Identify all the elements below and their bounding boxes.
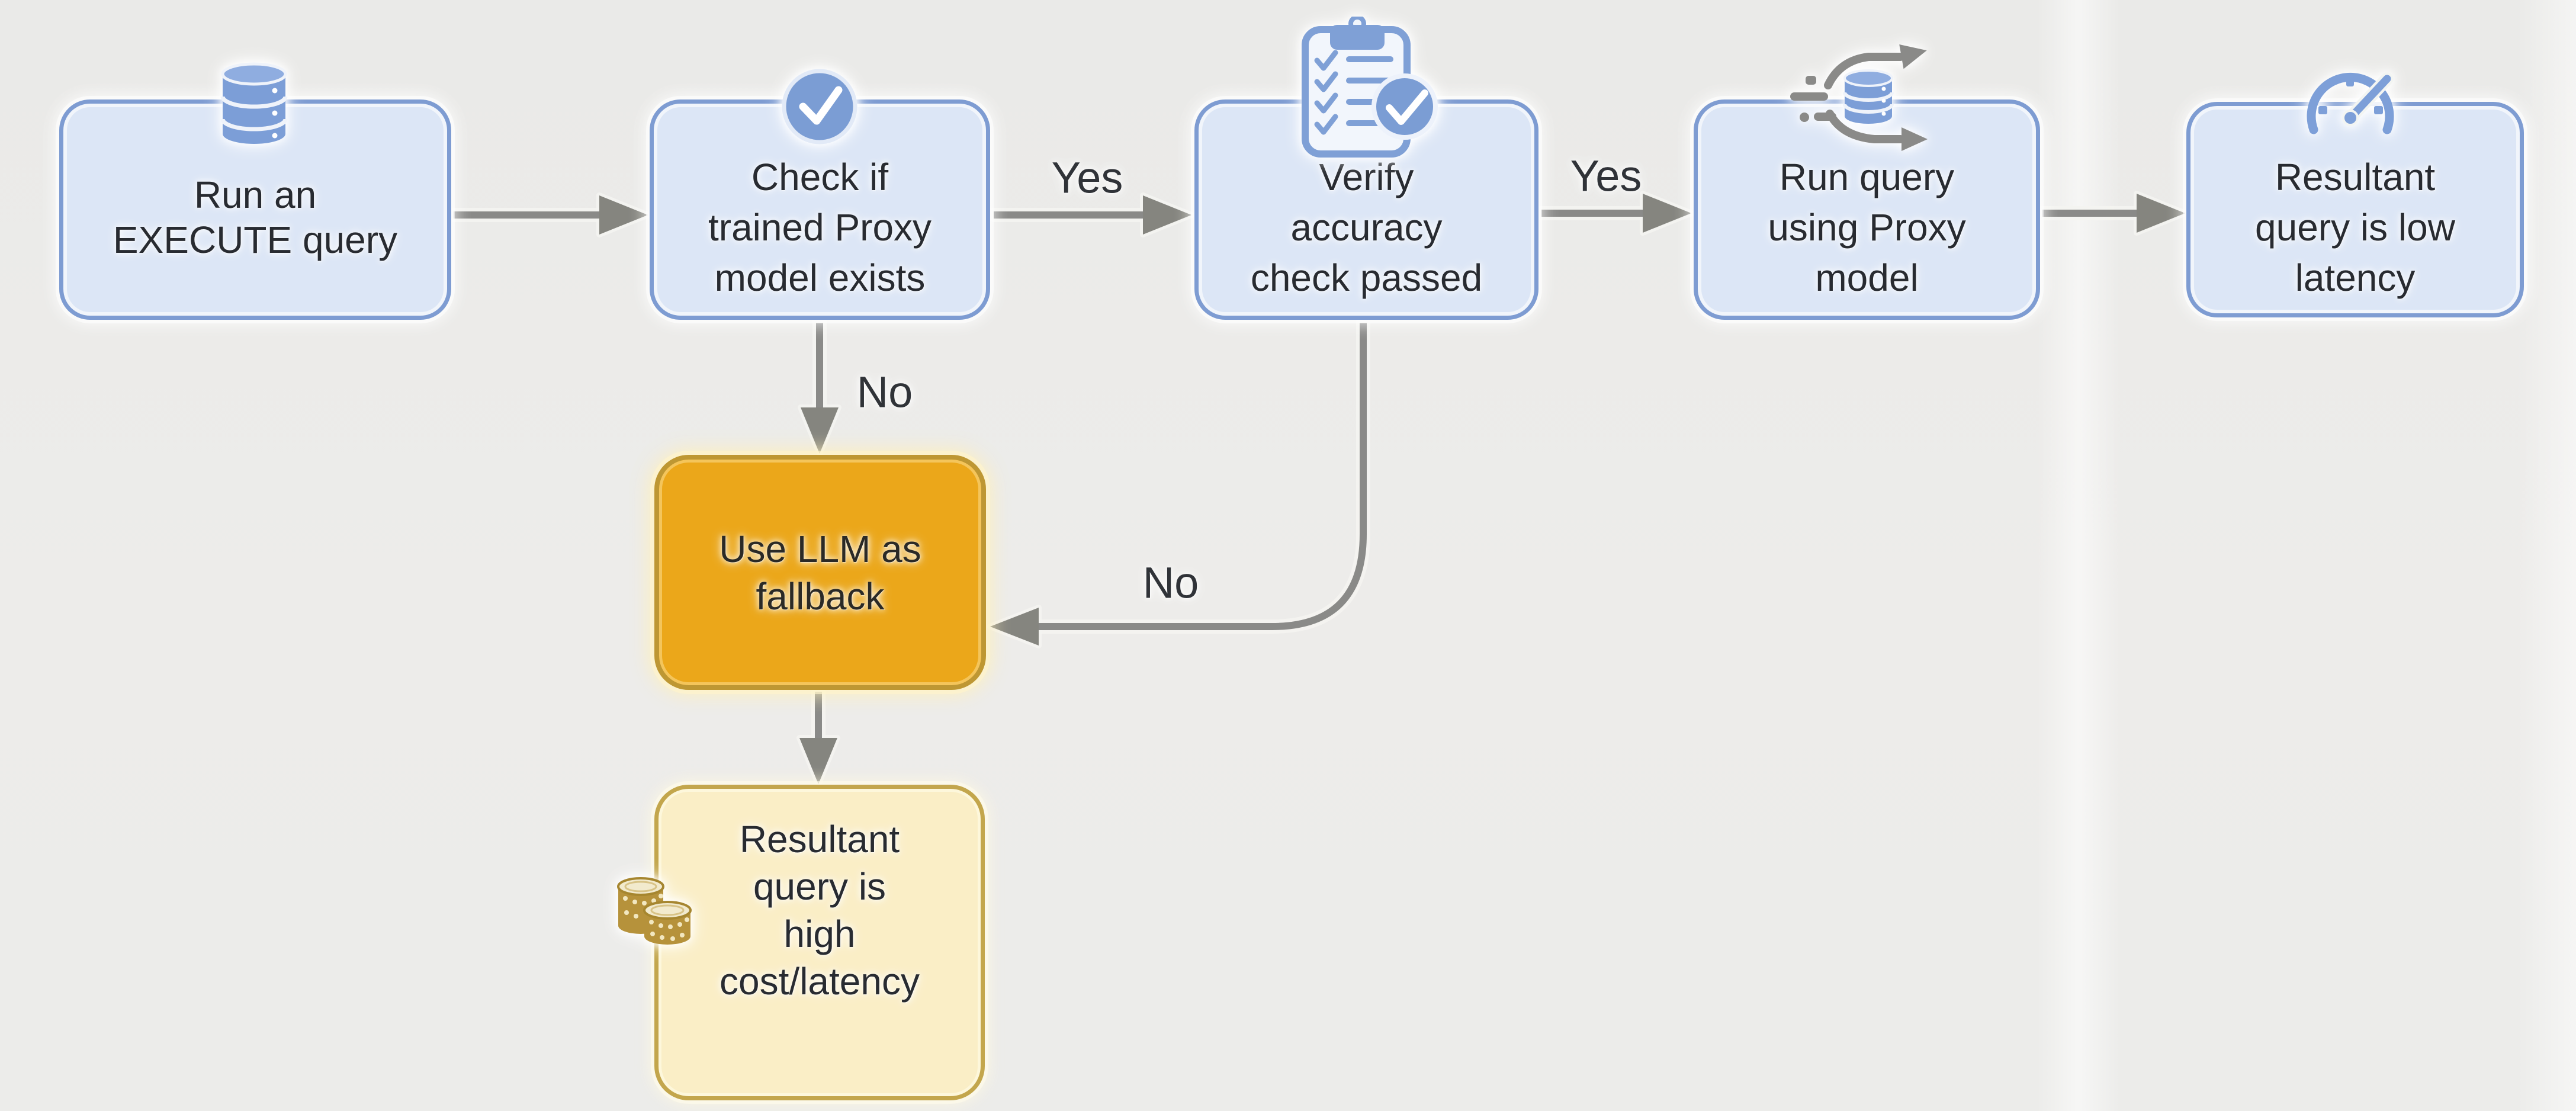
arrowhead-icon — [2137, 194, 2185, 233]
node-text-line: trained Proxy — [708, 205, 932, 249]
node-run-execute-query: Run an EXECUTE query — [59, 99, 451, 320]
node-text-line: model exists — [714, 256, 926, 299]
node-text-line: Resultant — [2275, 155, 2436, 198]
node-use-llm-fallback: Use LLM as fallback — [654, 455, 986, 690]
edge-label-yes: Yes — [1051, 153, 1123, 203]
database-sync-icon — [1790, 44, 1928, 151]
node-text-line: fallback — [756, 574, 885, 618]
node-text-line: Use LLM as — [719, 527, 921, 570]
speedometer-icon — [2307, 72, 2394, 134]
node-text-line: Run query — [1779, 155, 1955, 198]
arrowhead-icon — [801, 407, 839, 454]
node-text-line: latency — [2295, 256, 2416, 299]
node-text-line: Verify — [1319, 155, 1414, 198]
node-text-line: accuracy — [1290, 205, 1443, 249]
node-resultant-high-cost-latency: Resultant query is high cost/latency — [654, 785, 985, 1100]
edge-label-no: No — [856, 367, 913, 417]
arrow-verify-to-fallback — [1039, 323, 1367, 630]
node-text-line: check passed — [1250, 256, 1483, 299]
node-text-line: query is — [753, 865, 886, 908]
arrowhead-icon — [990, 608, 1039, 646]
arrowhead-icon — [599, 195, 648, 235]
check-circle-icon — [782, 69, 857, 145]
node-text-line: model — [1815, 256, 1919, 299]
edge-label-no: No — [1142, 558, 1199, 608]
edge-label-yes: Yes — [1570, 151, 1642, 201]
node-text-line: Run an — [194, 174, 317, 216]
arrowhead-icon — [1143, 195, 1191, 235]
coins-icon — [617, 877, 692, 945]
clipboard-check-icon — [1302, 17, 1438, 158]
node-text-line: high — [783, 912, 856, 955]
node-text-line: Check if — [751, 155, 889, 198]
database-icon — [220, 62, 288, 144]
arrowhead-icon — [799, 738, 837, 784]
node-text-line: cost/latency — [720, 959, 920, 1003]
node-text-line: Resultant — [739, 817, 900, 860]
node-text-line: using Proxy — [1768, 205, 1966, 249]
node-text-line: query is low — [2255, 205, 2455, 249]
node-text-line: EXECUTE query — [113, 219, 398, 261]
arrowhead-icon — [1643, 194, 1691, 233]
